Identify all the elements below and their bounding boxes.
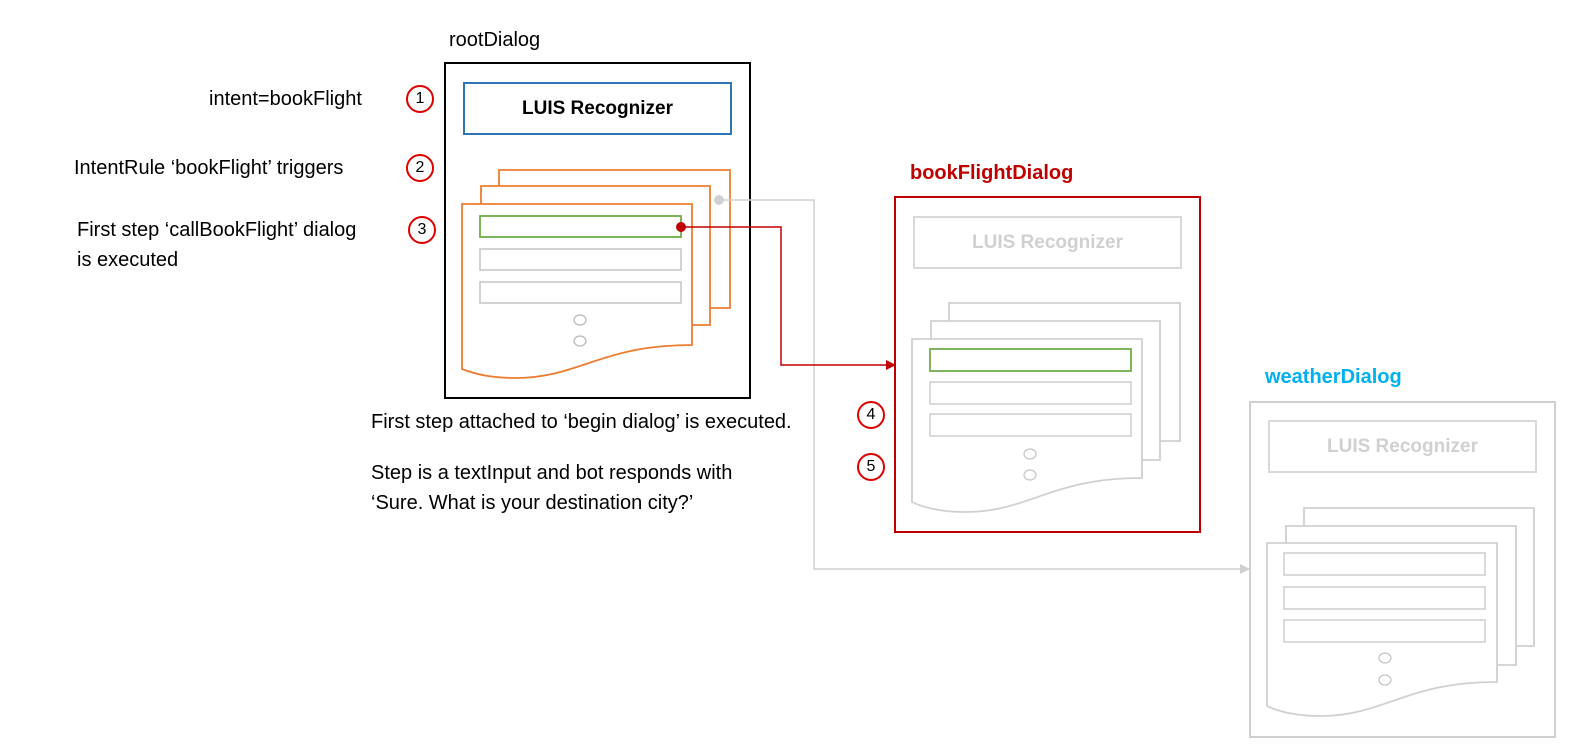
- root-dialog-title: rootDialog: [449, 29, 541, 51]
- connector-root-to-book-flight: [681, 226, 896, 370]
- root-step-3: [479, 281, 682, 304]
- step-5-text-line1: Step is a textInput and bot responds wit…: [371, 462, 733, 484]
- book-flight-ellipsis-dot-2: [1023, 469, 1037, 481]
- step-4-badge: 4: [857, 401, 885, 429]
- book-flight-step-2: [929, 381, 1132, 405]
- book-flight-step-3: [929, 413, 1132, 437]
- weather-step-1: [1283, 552, 1486, 576]
- step-3-badge: 3: [408, 216, 436, 244]
- weather-ellipsis-dot-1: [1378, 652, 1392, 664]
- weather-luis-recognizer: LUIS Recognizer: [1268, 420, 1537, 473]
- weather-step-2: [1283, 586, 1486, 610]
- connector-root-to-weather: [719, 199, 1250, 574]
- connector-root-to-book-flight-origin: [676, 222, 686, 232]
- root-ellipsis-dot-1: [573, 314, 587, 326]
- step-4-text: First step attached to ‘begin dialog’ is…: [371, 411, 792, 433]
- step-5-text-line2: ‘Sure. What is your destination city?’: [371, 492, 694, 514]
- root-step-active: [479, 215, 682, 238]
- root-ellipsis-dot-2: [573, 335, 587, 347]
- root-step-2: [479, 248, 682, 271]
- weather-dialog-title: weatherDialog: [1265, 366, 1402, 388]
- connector-root-to-weather-origin: [714, 195, 724, 205]
- step-1-text: intent=bookFlight: [209, 88, 362, 110]
- book-flight-ellipsis-dot-1: [1023, 448, 1037, 460]
- step-3-text-line2: is executed: [77, 249, 179, 271]
- step-5-badge: 5: [857, 453, 885, 481]
- step-3-text-line1: First step ‘callBookFlight’ dialog: [77, 219, 357, 241]
- weather-ellipsis-dot-2: [1378, 674, 1392, 686]
- book-flight-luis-recognizer: LUIS Recognizer: [913, 216, 1182, 269]
- weather-step-3: [1283, 619, 1486, 643]
- book-flight-step-active: [929, 348, 1132, 372]
- step-2-badge: 2: [406, 154, 434, 182]
- root-luis-recognizer: LUIS Recognizer: [463, 82, 732, 135]
- step-1-badge: 1: [406, 85, 434, 113]
- step-2-text: IntentRule ‘bookFlight’ triggers: [74, 157, 344, 179]
- book-flight-dialog-title: bookFlightDialog: [910, 162, 1074, 184]
